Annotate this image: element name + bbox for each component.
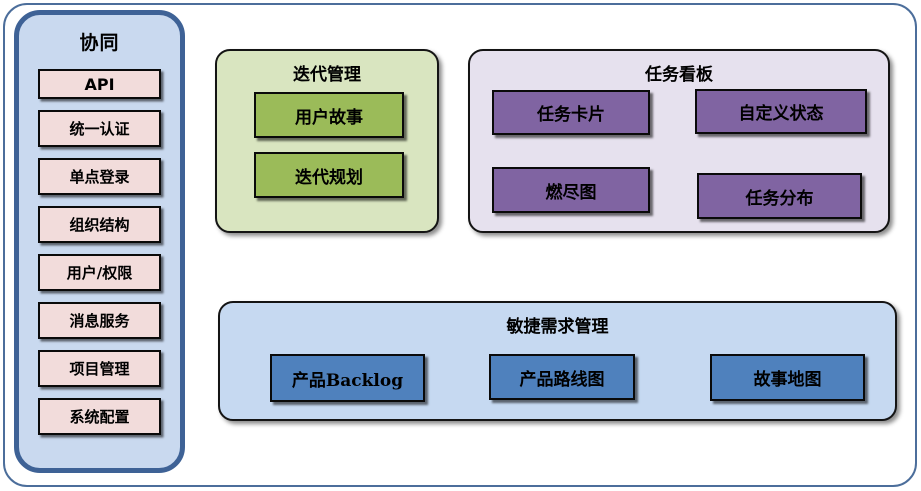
- task-kanban-title: 任务看板: [645, 65, 713, 85]
- node-iteration-planning: 迭代规划: [254, 152, 404, 198]
- outer-frame-border: [3, 3, 917, 487]
- node-task-card: 任务卡片: [492, 90, 650, 135]
- sidebar-item-org-structure: 组织结构: [38, 206, 161, 243]
- node-story-map: 故事地图: [710, 354, 865, 401]
- iteration-management-title: 迭代管理: [293, 65, 361, 85]
- agile-requirements-panel: 敏捷需求管理 产品Backlog 产品路线图 故事地图: [218, 301, 897, 421]
- iteration-management-panel: 迭代管理 用户故事 迭代规划: [215, 49, 439, 233]
- node-burndown-chart: 燃尽图: [492, 167, 650, 213]
- collaboration-panel: 协同 API 统一认证 单点登录 组织结构 用户/权限 消息服务 项目管理 系统…: [14, 10, 185, 473]
- node-task-distribution: 任务分布: [697, 173, 862, 219]
- sidebar-item-message-service: 消息服务: [38, 302, 161, 339]
- sidebar-item-unified-auth: 统一认证: [38, 110, 161, 147]
- sidebar-item-sso: 单点登录: [38, 158, 161, 195]
- sidebar-item-system-config: 系统配置: [38, 398, 161, 435]
- task-kanban-panel: 任务看板 任务卡片 自定义状态 燃尽图 任务分布: [468, 49, 890, 233]
- node-custom-status: 自定义状态: [695, 89, 867, 134]
- sidebar-item-project-management: 项目管理: [38, 350, 161, 387]
- agile-requirements-title: 敏捷需求管理: [506, 317, 609, 337]
- sidebar-item-api: API: [38, 69, 161, 99]
- collaboration-item-list: API 统一认证 单点登录 组织结构 用户/权限 消息服务 项目管理 系统配置: [38, 69, 161, 435]
- sidebar-item-users-permissions: 用户/权限: [38, 254, 161, 291]
- node-product-roadmap: 产品路线图: [489, 354, 635, 400]
- collaboration-panel-title: 协同: [79, 32, 120, 54]
- node-product-backlog: 产品Backlog: [270, 354, 425, 402]
- node-user-story: 用户故事: [254, 92, 404, 138]
